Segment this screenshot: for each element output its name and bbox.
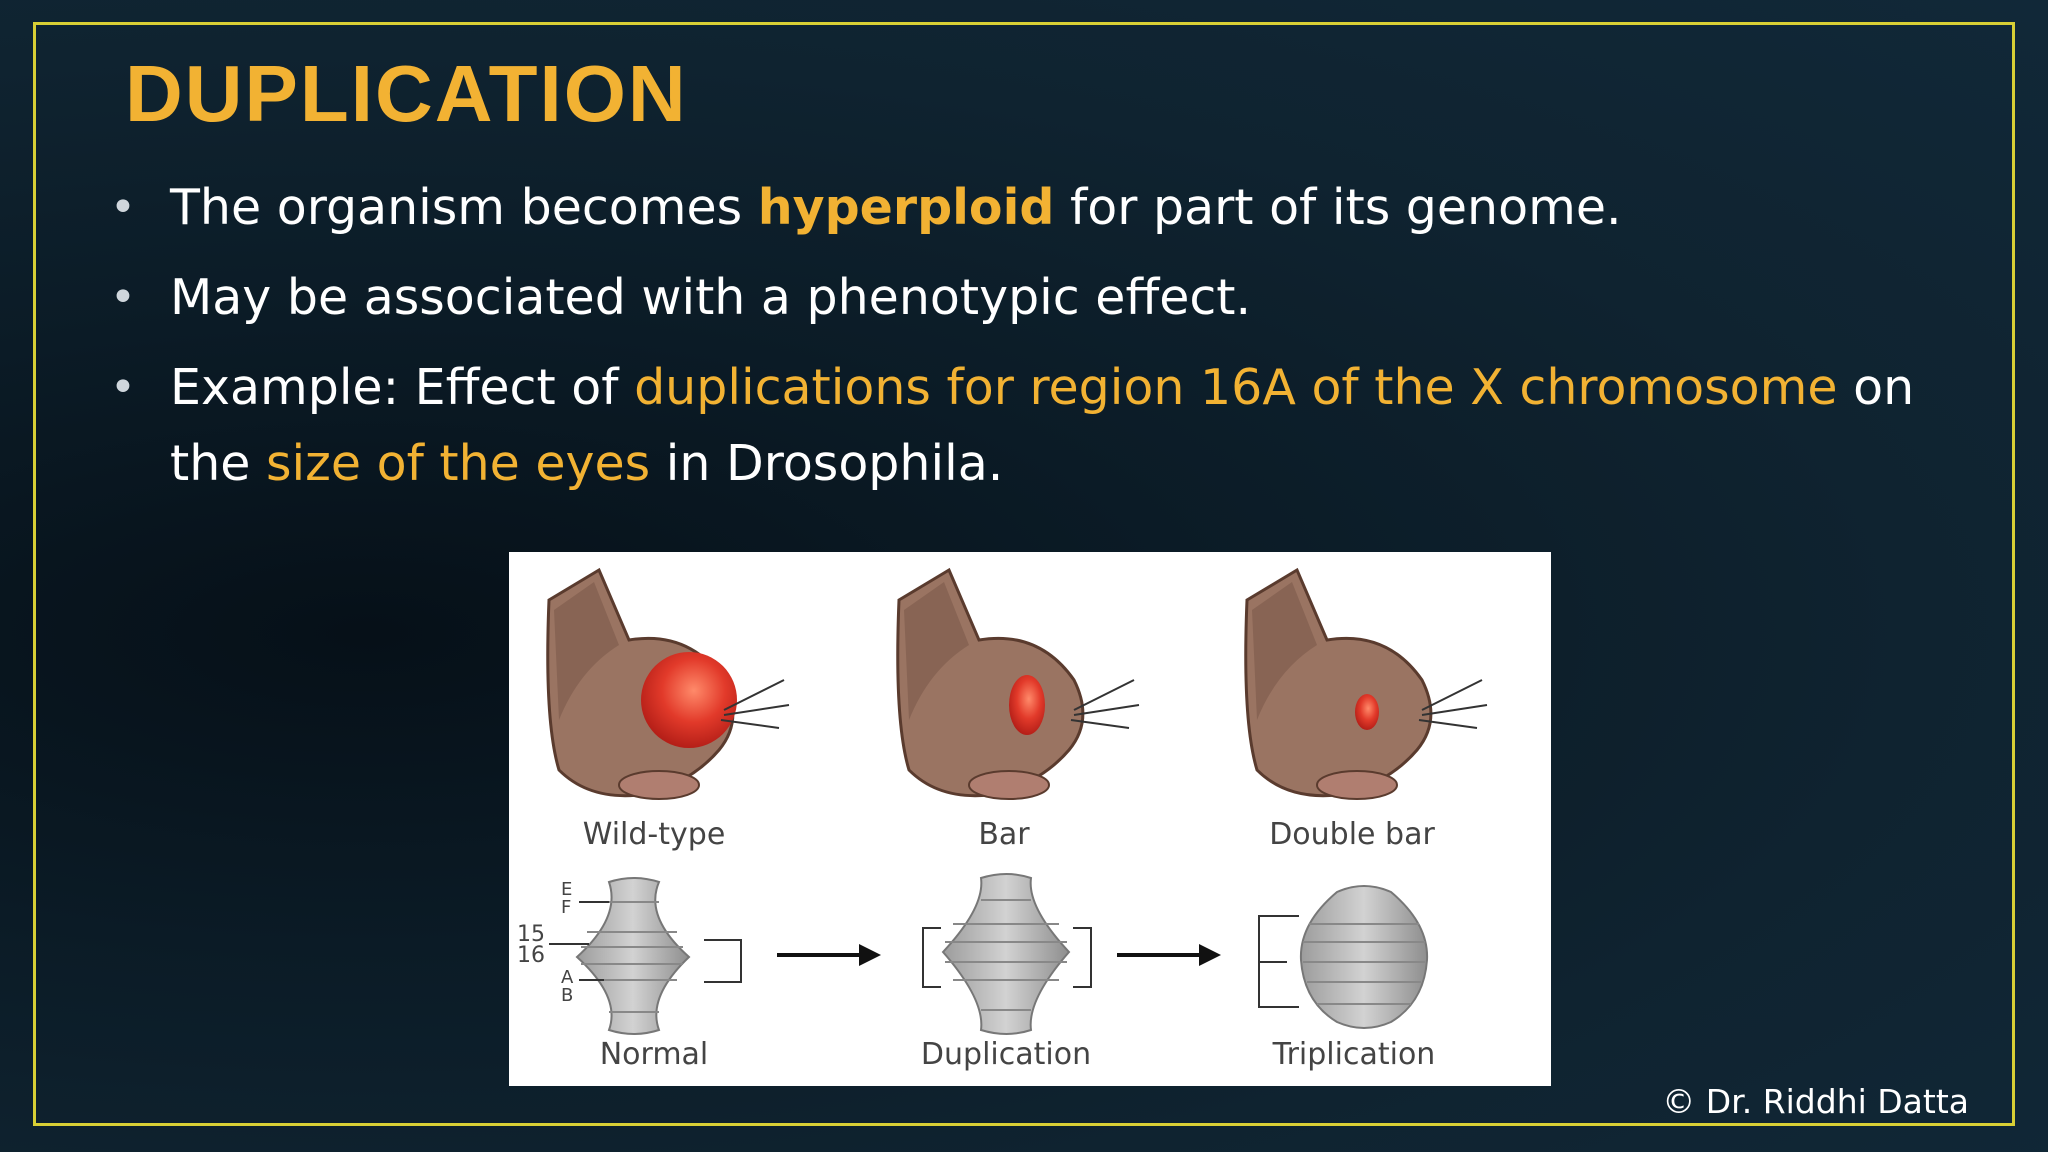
- band-label-16: 16: [517, 943, 545, 968]
- copyright-credit: © Dr. Riddhi Datta: [1662, 1082, 1969, 1121]
- bullet-list: • The organism becomes hyperploid for pa…: [108, 170, 1968, 516]
- highlight-duplications: duplications for region 16A of the X chr…: [634, 359, 1838, 416]
- eye-bar-icon: [1009, 675, 1045, 735]
- band-label-b: B: [561, 985, 573, 1006]
- band-label-e: E: [561, 879, 572, 900]
- band-label-15: 15: [517, 922, 545, 947]
- band-label-f: F: [561, 897, 571, 918]
- label-triplication: Triplication: [1272, 1037, 1436, 1072]
- label-duplication: Duplication: [921, 1037, 1091, 1072]
- arrow-right-icon: [1117, 944, 1221, 966]
- bullet-phenotypic-effect: • May be associated with a phenotypic ef…: [108, 260, 1968, 336]
- slide-title: DUPLICATION: [125, 49, 688, 138]
- label-normal: Normal: [600, 1037, 709, 1072]
- slide-frame: [33, 22, 2015, 1126]
- chromosome-normal: [575, 877, 742, 1035]
- eye-wild-type-icon: [641, 652, 737, 748]
- fly-head-double-bar: [1244, 567, 1488, 800]
- highlight-hyperploid: hyperploid: [757, 179, 1055, 236]
- bullet-example: • Example: Effect of duplications for re…: [108, 350, 1968, 502]
- bullet-hyperploid: • The organism becomes hyperploid for pa…: [108, 170, 1968, 246]
- bullet-dot-icon: •: [110, 362, 136, 413]
- highlight-eye-size: size of the eyes: [266, 435, 651, 492]
- bullet-dot-icon: •: [110, 272, 136, 323]
- arrow-right-icon: [777, 944, 881, 966]
- band-markers: E F 15 16 A B: [517, 879, 609, 1006]
- label-double-bar: Double bar: [1269, 817, 1435, 852]
- label-bar: Bar: [978, 817, 1030, 852]
- chromosome-duplication: [922, 873, 1092, 1035]
- band-label-a: A: [561, 967, 574, 988]
- chromosome-triplication: [1258, 885, 1429, 1029]
- fly-head-bar: [896, 567, 1140, 800]
- label-wild-type: Wild-type: [583, 817, 726, 852]
- eye-double-bar-icon: [1355, 694, 1379, 730]
- bullet-dot-icon: •: [110, 182, 136, 233]
- drosophila-figure: Wild-type Bar Double bar E F 15 16 A B: [509, 552, 1551, 1086]
- fly-head-wild-type: [546, 567, 790, 800]
